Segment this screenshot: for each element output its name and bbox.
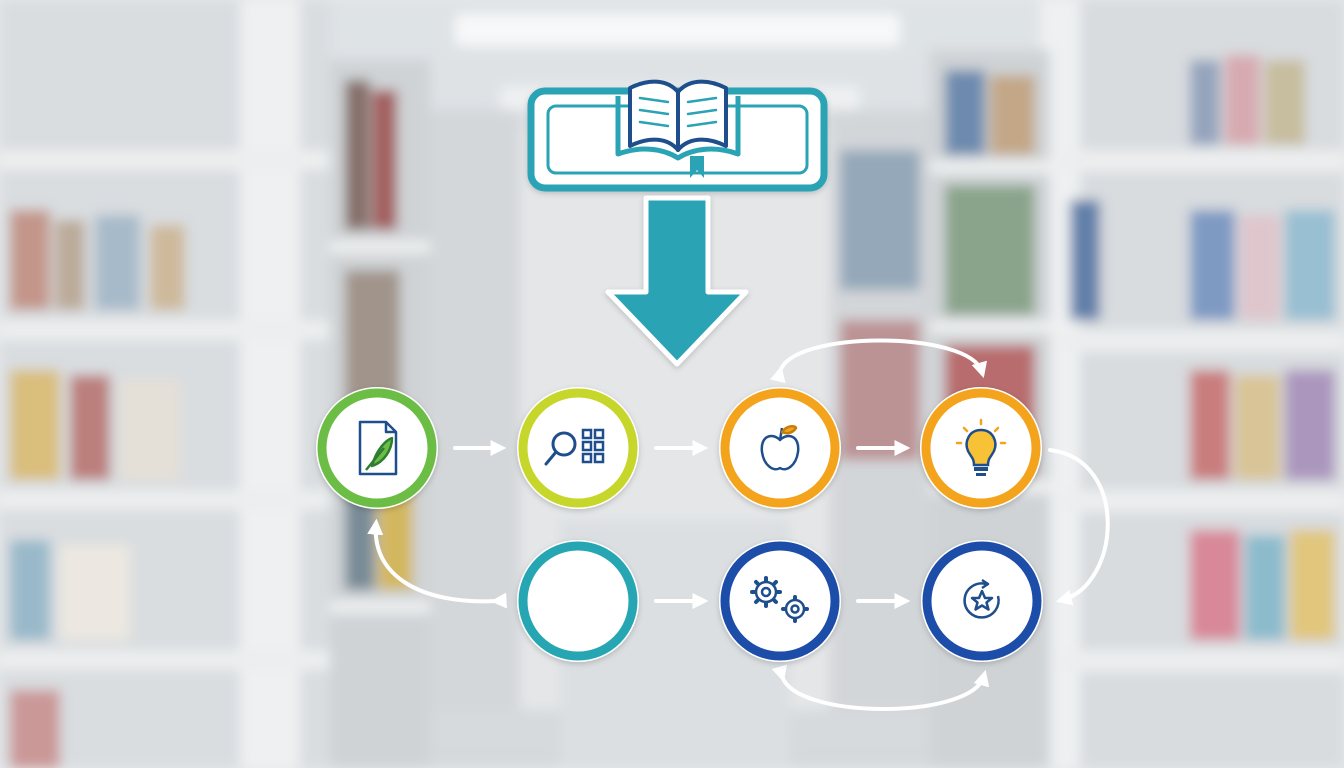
flow-node-5 [517,540,639,662]
connector-lines [367,338,1110,711]
loop-top-3-4 [769,338,988,384]
gears-icon [750,576,809,623]
lightbulb-icon [955,418,1007,476]
loop-bottom-6-7 [771,664,990,711]
apple-icon [760,425,800,471]
curve-4-7 [1048,448,1110,606]
document-feather-icon [358,420,398,476]
flow-node-6 [719,540,841,662]
curve-5-1 [367,518,507,609]
main-down-arrow [605,195,749,367]
flow-node-2 [517,387,639,509]
magnifier-grid-icon [544,428,605,466]
star-cycle-icon [963,578,1000,619]
open-book-icon [615,79,741,178]
